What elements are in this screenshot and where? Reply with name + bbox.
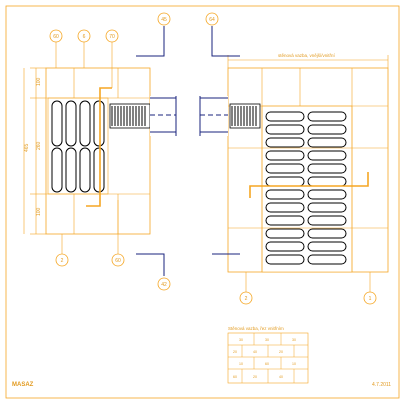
- legend-cell: 40: [253, 350, 257, 354]
- brand-label: MASAZ: [12, 382, 34, 388]
- legend-cell: 60: [233, 375, 237, 379]
- legend-cell: 30: [292, 338, 296, 342]
- section-line-top-left: [136, 26, 165, 57]
- legend-cell: 30: [239, 338, 243, 342]
- left-wall-section: [23, 67, 151, 235]
- date-label: 4.7.2011: [372, 382, 391, 388]
- section-line-top-right: [211, 26, 240, 57]
- callout-6: 2: [61, 258, 64, 264]
- section-break: [136, 26, 240, 276]
- legend-table: [227, 332, 309, 384]
- tie-waves-right: [231, 106, 257, 126]
- insulation-loops-right: [265, 111, 347, 265]
- legend-cell: 40: [279, 375, 283, 379]
- dim-top: 100: [36, 77, 42, 86]
- legend-cell: 60: [265, 362, 269, 366]
- callout-7: 60: [115, 258, 121, 264]
- dim-bottom: 100: [36, 207, 42, 216]
- anchor-bracket-right: [249, 172, 369, 198]
- callout-1: 60: [53, 34, 59, 40]
- callouts: [49, 12, 377, 305]
- tie-waves-left: [111, 106, 146, 126]
- legend-cell: 10: [292, 362, 296, 366]
- legend-cell: 20: [233, 350, 237, 354]
- legend-cell: 10: [239, 362, 243, 366]
- callout-4: 45: [161, 17, 167, 23]
- callout-9: 2: [245, 296, 248, 302]
- callout-2: 6: [83, 34, 86, 40]
- legend-cell: 30: [265, 338, 269, 342]
- legend-cell: 20: [279, 350, 283, 354]
- dim-middle: 260: [36, 141, 42, 150]
- dim-total: 465: [24, 143, 30, 152]
- legend-title: Stěnová vazba, řez vnitřním: [228, 326, 284, 331]
- callout-10: 1: [369, 296, 372, 302]
- anchor-bracket: [86, 87, 112, 207]
- right-wall-section: [227, 55, 389, 273]
- insulation-loops: [51, 100, 105, 193]
- callout-8: 42: [161, 282, 167, 288]
- legend-cell: 20: [253, 375, 257, 379]
- left-wall-block: [45, 67, 151, 235]
- callout-5: 64: [209, 17, 215, 23]
- page-frame: [5, 5, 400, 399]
- callout-3: 70: [109, 34, 115, 40]
- elevation-label: stěnová vazba, vnější/vnitřní: [278, 53, 336, 58]
- section-line-bottom-left: [136, 253, 165, 276]
